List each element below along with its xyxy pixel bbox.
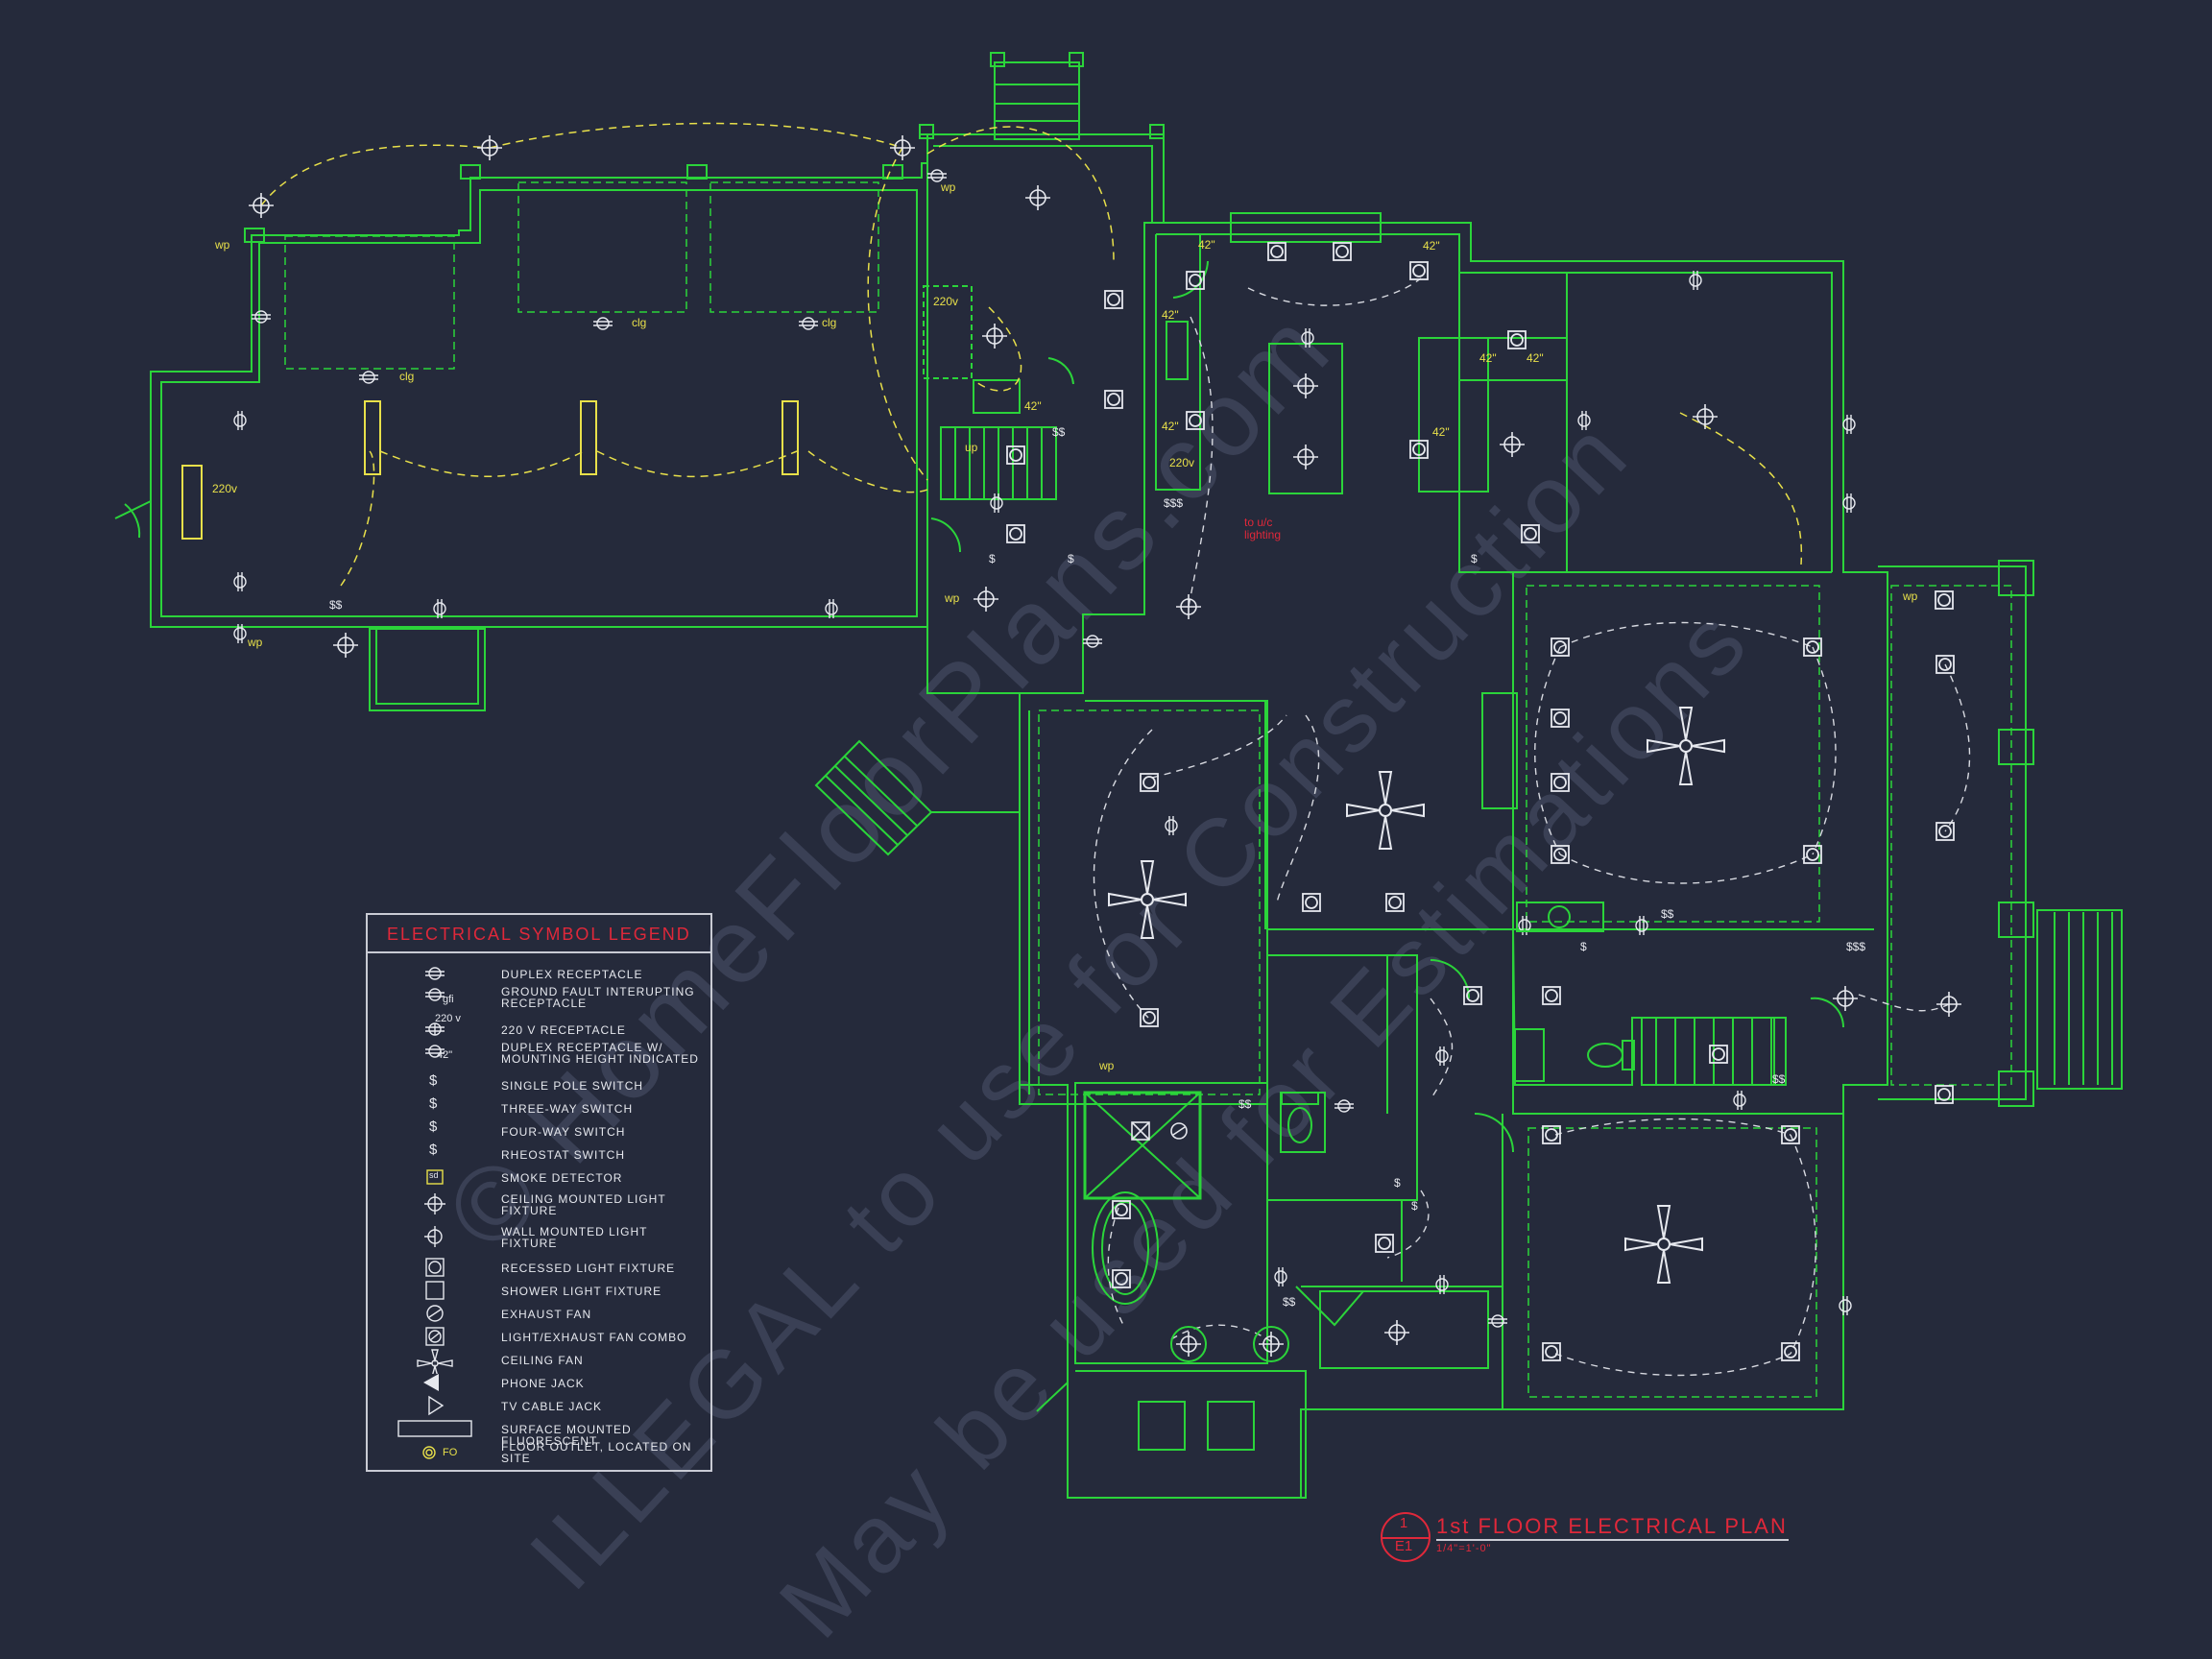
legend-label: EXHAUST FAN [501,1308,592,1321]
annotation-wp: wp [248,636,263,649]
annotation-42: 42" [1162,420,1179,433]
annotation-wp: wp [1903,589,1918,603]
annotation-up: up [965,441,978,454]
legend-label: RHEOSTAT SWITCH [501,1148,625,1162]
annotation-switch: $$ [1283,1295,1296,1309]
annotation-wp: wp [1099,1059,1115,1072]
annotation-42: 42" [1162,308,1179,322]
annotation-switch: $ [989,552,996,565]
legend-label: 220 V RECEPTACLE [501,1023,626,1037]
annotation-42: 42" [1423,239,1440,252]
annotation-uc-lighting: to u/c lighting [1244,516,1282,541]
legend-tag: FO [443,1447,458,1458]
drawing-scale: 1/4"=1'-0" [1436,1543,1492,1554]
legend-label: DUPLEX RECEPTACLE [501,968,643,981]
exhaust-fan-icon [426,1305,444,1322]
legend-tag: 220 v [435,1013,461,1024]
legend-label: PHONE JACK [501,1377,585,1390]
annotation-switch: $$ [1238,1097,1252,1111]
wall-light-icon [424,1226,443,1247]
legend-label: RECESSED LIGHT FIXTURE [501,1262,676,1275]
annotation-clg: clg [399,370,415,383]
title-underline [1436,1539,1789,1541]
four-way-switch-icon: $ [429,1118,438,1135]
legend-tag: sd [429,1170,439,1180]
annotation-220v: 220v [1169,456,1195,469]
sheet-number: E1 [1394,1538,1413,1554]
drawing-title: 1st FLOOR ELECTRICAL PLAN [1436,1514,1788,1538]
annotation-42: 42" [1479,351,1497,365]
legend-label: DUPLEX RECEPTACLE W/ MOUNTING HEIGHT IND… [501,1041,699,1066]
legend-label: THREE-WAY SWITCH [501,1102,634,1116]
annotation-42: 42" [1527,351,1544,365]
duplex-receptacle-icon [425,967,445,980]
legend-label: SINGLE POLE SWITCH [501,1079,644,1093]
legend-label: CEILING MOUNTED LIGHT FIXTURE [501,1192,666,1217]
receptacle-height-icon [425,1045,445,1058]
annotation-clg: clg [822,316,837,329]
legend-label: WALL MOUNTED LIGHT FIXTURE [501,1225,648,1250]
annotation-switch: $$ [329,598,343,612]
annotation-wp: wp [945,591,960,605]
annotation-42: 42" [1024,399,1042,413]
annotation-wp: wp [215,238,230,252]
legend-label: FLOOR OUTLET, LOCATED ON SITE [501,1440,692,1465]
phone-jack-icon [423,1374,439,1391]
light-exhaust-fan-icon [425,1327,445,1346]
sheet-callout-icon [1381,1512,1431,1562]
annotation-switch: $$ [1772,1072,1786,1086]
annotation-switch: $ [1411,1199,1418,1213]
annotation-switch: $ [1068,552,1074,565]
annotation-switch: $$ [1052,425,1066,439]
legend-tag: gfi [443,994,454,1005]
three-way-switch-icon: $ [429,1095,438,1112]
drawing-number: 1 [1399,1515,1408,1531]
gfi-receptacle-icon [425,988,445,1001]
annotation-switch: $ [1471,552,1478,565]
annotation-switch: $$$ [1164,496,1184,510]
legend-tag: 42" [437,1049,453,1061]
legend-title: ELECTRICAL SYMBOL LEGEND [387,925,691,944]
legend-label: SMOKE DETECTOR [501,1171,623,1185]
annotation-wp: wp [941,180,956,194]
tv-cable-jack-icon [428,1395,445,1416]
legend-label: SURFACE MOUNTED FLUORESCENT [501,1423,632,1448]
title-block: 1 E1 1st FLOOR ELECTRICAL PLAN 1/4"=1'-0… [1381,1512,1803,1565]
legend-divider [368,951,710,953]
220v-receptacle-icon [425,1022,445,1036]
ceiling-light-icon [424,1193,445,1214]
annotation-switch: $ [1394,1176,1401,1190]
single-pole-switch-icon: $ [429,1072,438,1089]
rheostat-switch-icon: $ [429,1142,438,1158]
annotation-220v: 220v [212,482,238,495]
smoke-detector-icon [426,1169,444,1185]
recessed-light-icon [425,1258,445,1277]
legend-label: LIGHT/EXHAUST FAN COMBO [501,1331,687,1344]
legend-label: FOUR-WAY SWITCH [501,1125,626,1139]
electrical-symbol-legend: ELECTRICAL SYMBOL LEGEND DUPLEX RECEPTAC… [366,913,712,1472]
fluorescent-icon [397,1420,472,1437]
ceiling-fan-icon [417,1349,453,1374]
legend-label: SHOWER LIGHT FIXTURE [501,1285,662,1298]
floor-outlet-icon [422,1446,436,1459]
annotation-42: 42" [1198,238,1215,252]
annotation-220v: 220v [933,295,959,308]
legend-label: GROUND FAULT INTERUPTING RECEPTACLE [501,985,695,1010]
annotation-switch: $$ [1661,907,1674,921]
annotation-42: 42" [1432,425,1450,439]
annotation-clg: clg [632,316,647,329]
annotation-switch: $ [1580,940,1587,953]
shower-light-icon [425,1281,445,1300]
annotation-switch: $$$ [1846,940,1866,953]
legend-label: CEILING FAN [501,1354,584,1367]
legend-label: TV CABLE JACK [501,1400,603,1413]
